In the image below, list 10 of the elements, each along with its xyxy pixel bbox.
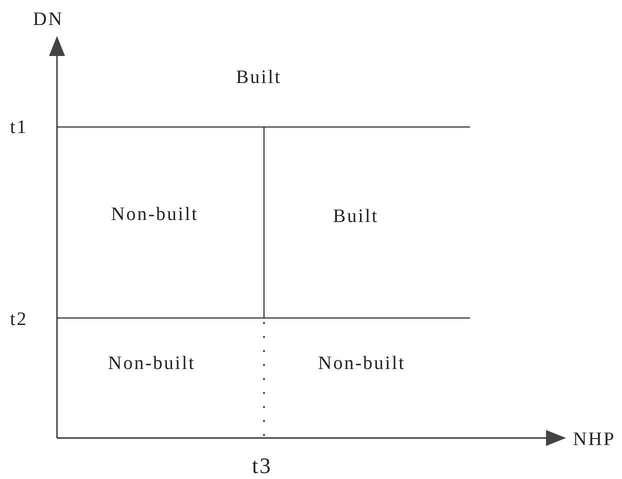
tick-label: t2 [10,310,28,329]
region-label: Built [236,68,282,87]
region-label: Built [333,207,379,226]
axis-label: NHP [573,430,616,449]
region-label: Non-built [111,205,198,224]
region-label: Non-built [318,354,406,373]
axis-label: DN [33,10,64,29]
tick-label: t1 [10,118,28,137]
tick-label: t3 [252,455,272,477]
region-label: Non-built [108,354,196,373]
